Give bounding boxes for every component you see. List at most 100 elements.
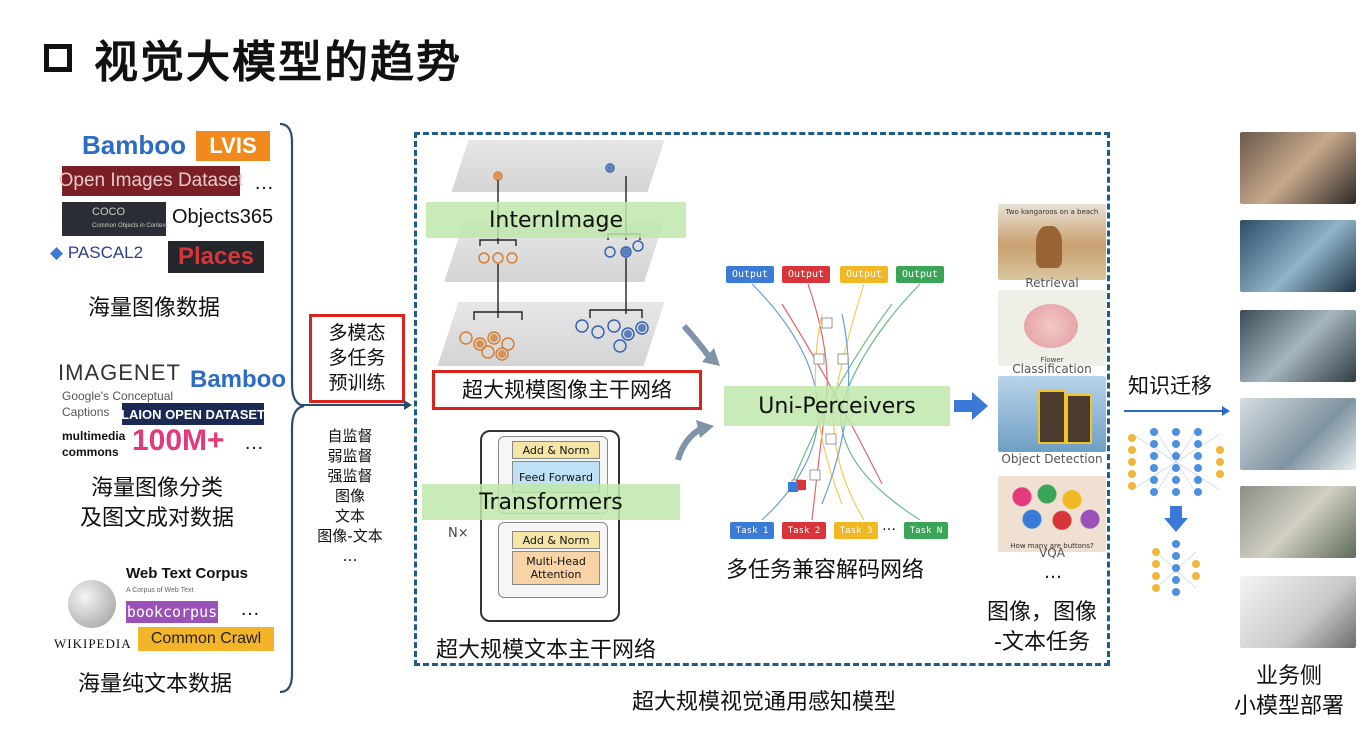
common-crawl-text: Common Crawl xyxy=(150,630,262,647)
add-norm-upper-text: Add & Norm xyxy=(522,443,590,457)
transformers-label-bar: Transformers xyxy=(422,484,680,520)
text-data-caption: 海量纯文本数据 xyxy=(78,672,233,697)
pair-caption-line1: 海量图像分类 xyxy=(91,476,224,501)
supervision-list: 自监督 弱监督 强监督 图像 文本 图像-文本 … xyxy=(308,426,392,566)
uni-perceivers-label-bar: Uni-Perceivers xyxy=(724,386,950,426)
mm-line2: commons xyxy=(62,445,119,459)
retrieval-card-caption: Two kangaroos on a beach xyxy=(1005,208,1099,216)
multi-head-text: Multi-Head Attention xyxy=(526,555,586,581)
photo-construction xyxy=(1240,132,1356,204)
kangaroo-shape xyxy=(1036,226,1062,268)
task-caption-line1: 图像，图像 xyxy=(986,600,1097,625)
lvis-logo: LVIS xyxy=(196,131,270,161)
decoder-to-tasks-arrow-icon xyxy=(954,392,988,420)
image-backbone-label: 超大规模图像主干网络 xyxy=(462,378,672,402)
pretrain-line2: 多任务 xyxy=(328,347,386,369)
task-chip: Task 2 xyxy=(782,522,826,539)
dataset-ellipsis-3: … xyxy=(240,598,260,620)
task-chip: Task N xyxy=(904,522,948,539)
task-cards-caption: 图像，图像 -文本任务 xyxy=(978,598,1106,658)
general-perception-model-frame xyxy=(414,132,1110,666)
supervision-item: … xyxy=(342,547,358,565)
task-cards-ellipsis: … xyxy=(1044,562,1062,583)
task-ellipsis: … xyxy=(882,518,896,534)
places-text: Places xyxy=(177,243,255,270)
photo-video-monitoring xyxy=(1240,310,1356,382)
photo-robot xyxy=(1240,576,1356,648)
transformer-block-outline xyxy=(480,430,620,622)
detection-card xyxy=(998,376,1106,452)
decoder-caption: 多任务兼容解码网络 xyxy=(726,558,925,583)
vqa-label: VQA xyxy=(1039,546,1065,560)
eagle-box-2 xyxy=(1066,394,1092,444)
frame-caption: 超大规模视觉通用感知模型 xyxy=(632,690,897,715)
add-norm-upper: Add & Norm xyxy=(512,441,600,459)
yfcc-logo: 100M+ xyxy=(132,424,225,457)
laion-logo: LAION OPEN DATASET xyxy=(121,403,265,425)
detection-label: Object Detection xyxy=(1001,452,1103,466)
supervision-item: 文本 xyxy=(334,507,365,525)
flower-shape xyxy=(1024,304,1078,348)
pascal-diamond-icon: ◆ xyxy=(50,243,64,262)
photo-vr-headset xyxy=(1240,220,1356,292)
google-cc-line2: Captions xyxy=(62,405,110,419)
task-chip: Task 1 xyxy=(730,522,774,539)
supervision-item: 图像-文本 xyxy=(317,527,383,545)
objects365-logo: Objects365 xyxy=(172,206,274,228)
internimage-label-bar: InternImage xyxy=(426,202,686,238)
bookcorpus-text: bookcorpus xyxy=(126,603,218,621)
classification-card-caption: Flower xyxy=(1040,356,1064,364)
google-cc-logo: Google's Conceptual Captions xyxy=(62,388,173,420)
task-chip: Task 3 xyxy=(834,522,878,539)
bamboo-logo: Bamboo xyxy=(82,130,186,160)
photo-medical xyxy=(1240,398,1356,470)
dataset-ellipsis-2: … xyxy=(244,432,264,454)
coco-subtext: Common Objects in Context xyxy=(92,223,168,229)
uni-perceivers-label: Uni-Perceivers xyxy=(758,393,916,419)
slide-title: 视觉大模型的趋势 xyxy=(44,26,462,90)
title-text: 视觉大模型的趋势 xyxy=(94,37,462,88)
image-to-decoder-arrow-icon xyxy=(681,324,720,366)
lvis-text: LVIS xyxy=(209,133,257,158)
nx-label: N× xyxy=(448,526,469,541)
retrieval-card: Two kangaroos on a beach xyxy=(998,204,1106,280)
deploy-line2: 小模型部署 xyxy=(1233,694,1344,719)
output-chip: Output xyxy=(896,266,944,283)
pretrain-line1: 多模态 xyxy=(328,322,386,344)
pair-caption-line2: 及图文成对数据 xyxy=(80,506,235,531)
dataset-ellipsis-1: … xyxy=(254,172,274,194)
imagenet-logo: IMAGENET xyxy=(58,360,181,385)
photo-warehouse xyxy=(1240,486,1356,558)
internimage-label: InternImage xyxy=(488,207,624,233)
supervision-item: 图像 xyxy=(334,487,365,505)
common-crawl-logo: Common Crawl xyxy=(138,627,274,651)
pretrain-tag: 多模态 多任务 预训练 xyxy=(309,314,405,403)
buttons-graphic xyxy=(1002,480,1102,536)
google-cc-line1: Google's Conceptual xyxy=(62,389,174,403)
title-bullet-box xyxy=(44,44,72,72)
feed-forward-text: Feed Forward xyxy=(519,470,593,484)
output-chip: Output xyxy=(782,266,830,283)
output-chip: Output xyxy=(840,266,888,283)
deployment-caption: 业务侧 小模型部署 xyxy=(1222,662,1356,722)
wikipedia-globe-icon xyxy=(68,580,116,628)
supervision-item: 自监督 xyxy=(327,427,373,445)
retrieval-label: Retrieval xyxy=(1025,276,1079,290)
classification-label: Classification xyxy=(1012,362,1092,376)
deploy-line1: 业务侧 xyxy=(1255,664,1322,689)
vqa-card-caption: How many are buttons? xyxy=(1010,542,1094,550)
add-norm-lower: Add & Norm xyxy=(512,531,600,549)
eagle-box-1 xyxy=(1038,390,1066,444)
pascal-text: PASCAL2 xyxy=(67,243,144,262)
task-caption-line2: -文本任务 xyxy=(994,630,1090,655)
pretrain-line3: 预训练 xyxy=(328,372,386,394)
transformers-label: Transformers xyxy=(479,489,623,515)
open-images-text: Open Images Dataset xyxy=(58,170,244,191)
vqa-card: How many are buttons? xyxy=(998,476,1106,552)
text-backbone-label: 超大规模文本主干网络 xyxy=(436,638,657,663)
mm-line1: multimedia xyxy=(62,429,126,443)
places-logo: Places xyxy=(168,241,264,273)
supervision-item: 强监督 xyxy=(327,467,373,485)
output-chip: Output xyxy=(726,266,774,283)
coco-logo: COCO Common Objects in Context xyxy=(62,202,168,236)
